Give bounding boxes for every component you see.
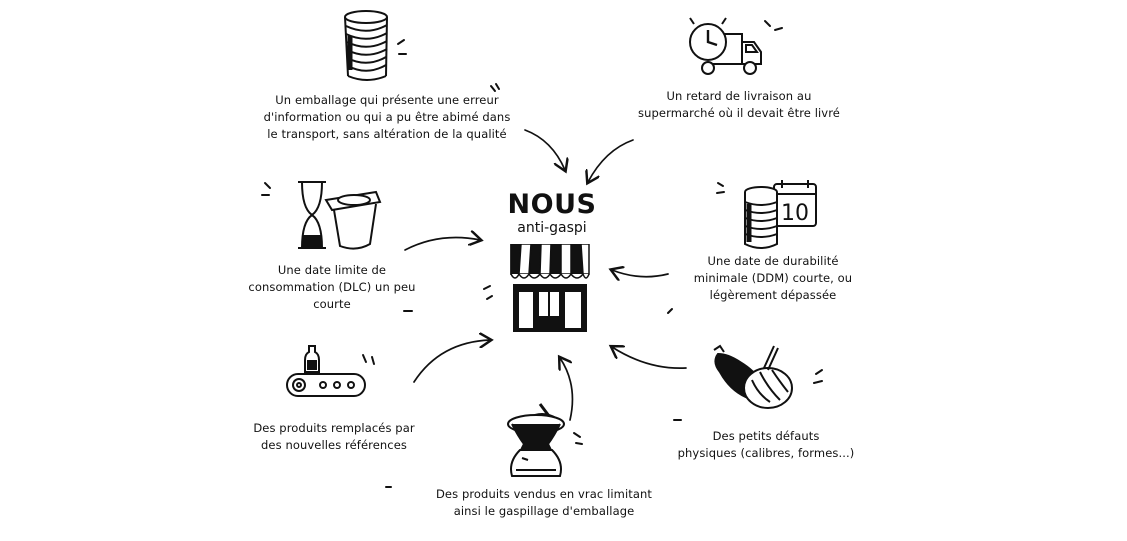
arrow-bulk — [560, 358, 574, 421]
arrow-references — [413, 340, 490, 383]
brand-subtitle: anti-gaspi — [517, 220, 587, 236]
hourglass-yogurt-icon — [298, 181, 382, 250]
arrow-packaging — [524, 129, 565, 170]
arrow-dlc — [404, 238, 480, 251]
caption-line: le transport, sans altération de la qual… — [267, 127, 507, 141]
caption-line: physiques (calibres, formes...) — [677, 446, 855, 460]
caption-line: supermarché où il devait être livré — [638, 106, 840, 120]
decorative-dashes — [261, 20, 823, 488]
conveyor-bottle-icon — [286, 345, 366, 397]
caption-line: courte — [313, 297, 351, 311]
caption-dlc: Une date limite de consommation (DLC) un… — [236, 262, 428, 313]
caption-line: d'information ou qui a pu être abimé dan… — [263, 110, 511, 124]
caption-line: minimale (DDM) courte, ou — [693, 271, 853, 285]
caption-bulk: Des produits vendus en vrac limitant ain… — [414, 486, 674, 520]
caption-defects: Des petits défauts physiques (calibres, … — [664, 428, 868, 462]
eggplant-squash-icon — [713, 344, 793, 409]
caption-line: Une date limite de — [277, 263, 387, 277]
caption-line: Des petits défauts — [712, 429, 820, 443]
caption-line: Une date de durabilité — [707, 254, 839, 268]
caption-line: Des produits vendus en vrac limitant — [435, 487, 653, 501]
caption-ddm: Une date de durabilité minimale (DDM) co… — [676, 253, 870, 304]
arrow-defects — [612, 347, 687, 369]
can-calendar-icon: 10 — [744, 180, 817, 249]
arrow-delivery — [588, 139, 634, 182]
caption-line: Des produits remplacés par — [253, 421, 415, 435]
caption-line: Un retard de livraison au — [666, 89, 812, 103]
storefront-icon — [510, 244, 590, 332]
caption-line: consommation (DLC) un peu — [248, 280, 416, 294]
caption-line: ainsi le gaspillage d'emballage — [453, 504, 635, 518]
delivery-truck-clock-icon — [689, 17, 762, 75]
brand-title: NOUS — [507, 189, 597, 220]
caption-delivery: Un retard de livraison au supermarché où… — [612, 88, 866, 122]
calendar-day: 10 — [781, 201, 809, 226]
caption-line: Un emballage qui présente une erreur — [275, 93, 499, 107]
arrow-ddm — [612, 270, 669, 277]
caption-line: des nouvelles références — [261, 438, 407, 452]
caption-packaging: Un emballage qui présente une erreur d'i… — [240, 92, 534, 143]
crushed-can-icon — [344, 10, 407, 81]
bulk-sack-scoop-icon — [507, 403, 565, 477]
caption-references: Des produits remplacés par des nouvelles… — [236, 420, 432, 454]
caption-line: légèrement dépassée — [709, 288, 837, 302]
